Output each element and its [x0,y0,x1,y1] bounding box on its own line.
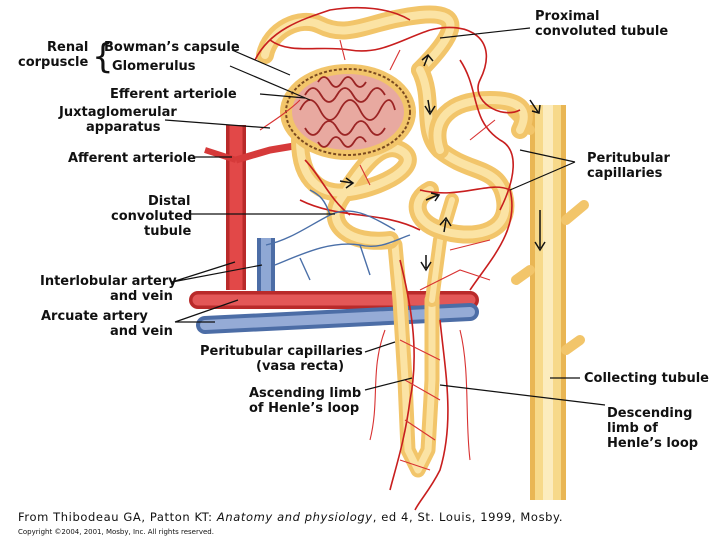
label-ascending-limb: Ascending limb [249,386,361,401]
label-distal: Distal [148,194,190,209]
label-vasa-recta: Peritubular capillaries [200,344,363,359]
flow-arrow-head [534,241,546,252]
label-collecting-tubule: Collecting tubule [584,371,709,386]
label-convoluted: convoluted [111,209,192,224]
venous-network [265,189,411,281]
tubule-flow-arrows [339,53,541,272]
label-limb-of: limb of [607,421,658,436]
label-afferent-arteriole: Afferent arteriole [68,151,196,166]
collecting-tubule-shape [507,105,589,500]
afferent-artery-shape [204,125,301,290]
label-arcuate: Arcuate artery [41,309,148,324]
label-corpuscle: corpuscle [18,55,89,70]
label-bowmans-capsule: Bowman’s capsule [104,40,240,55]
label-descending-henle: Henle’s loop [607,436,698,451]
glomerulus-loops [299,76,396,148]
leader-lines [164,27,606,406]
brace: { [92,37,114,77]
label-peritubular-capillaries: capillaries [587,166,663,181]
label-descending: Descending [607,406,692,421]
source-prefix: From Thibodeau GA, Patton KT: [18,510,217,524]
label-henles-loop: of Henle’s loop [249,401,359,416]
label-interlobular: Interlobular artery [40,274,177,289]
renal-corpuscle-shape [280,64,416,160]
label-proximal-tubule: convoluted tubule [535,24,668,39]
label-proximal: Proximal [535,9,600,24]
label-juxtaglomerular: Juxtaglomerular [58,105,177,120]
label-interlobular-vein: and vein [110,289,173,304]
henle-loop-shape [387,193,459,478]
source-title: Anatomy and physiology [216,510,373,524]
label-apparatus: apparatus [86,120,161,135]
label-vasa-recta-sub: (vasa recta) [256,359,344,374]
label-tubule: tubule [144,224,191,239]
copyright-notice: Copyright ©2004, 2001, Mosby, Inc. All r… [18,528,214,536]
label-peritubular: Peritubular [587,151,670,166]
source-suffix: , ed 4, St. Louis, 1999, Mosby. [373,510,563,524]
label-renal: Renal [47,40,88,55]
source-citation: From Thibodeau GA, Patton KT: Anatomy an… [18,510,563,524]
label-renal-corpuscle: Renal corpuscle { [18,37,114,77]
label-efferent-arteriole: Efferent arteriole [110,87,237,102]
label-glomerulus: Glomerulus [112,59,196,74]
label-arcuate-vein: and vein [110,324,173,339]
